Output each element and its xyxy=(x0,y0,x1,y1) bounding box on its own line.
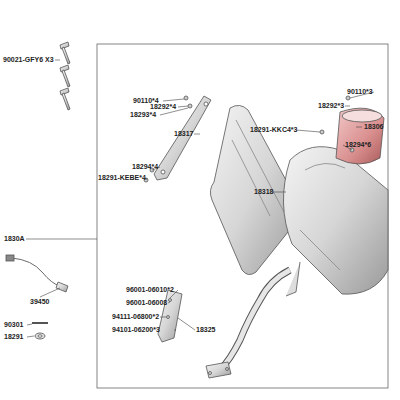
callout-number: 1830A xyxy=(4,235,25,243)
callout-number: 90110*3 xyxy=(347,88,373,96)
callout-number: 18318 xyxy=(254,188,273,196)
callout-number: 94101-06200*3 xyxy=(112,326,160,334)
callout-number: 18306 xyxy=(364,123,383,131)
callout-number: 18294*6 xyxy=(345,141,371,149)
callout-number: 90301 xyxy=(4,321,23,329)
callout-number: 18294*4 xyxy=(132,163,158,171)
callout-number: 18292*3 xyxy=(318,102,344,110)
callout-number: 18317 xyxy=(174,130,193,138)
callout-number: 18291-KEBE*4 xyxy=(98,174,146,182)
callout-number: 96001-06008 xyxy=(126,299,167,307)
callout-number: 39450 xyxy=(30,298,49,306)
callout-number: 94111-06800*2 xyxy=(112,313,159,321)
callout-number: 18291 xyxy=(4,333,23,341)
callout-number: 18291-KKC4*3 xyxy=(250,126,297,134)
callout-number: 18293*4 xyxy=(130,111,156,119)
callout-number: 90021-GFY6 X3 xyxy=(3,56,54,64)
callout-number: 18325 xyxy=(196,326,215,334)
callout-number: 96001-06010*2 xyxy=(126,286,174,294)
callout-number: 18292*4 xyxy=(150,103,176,111)
